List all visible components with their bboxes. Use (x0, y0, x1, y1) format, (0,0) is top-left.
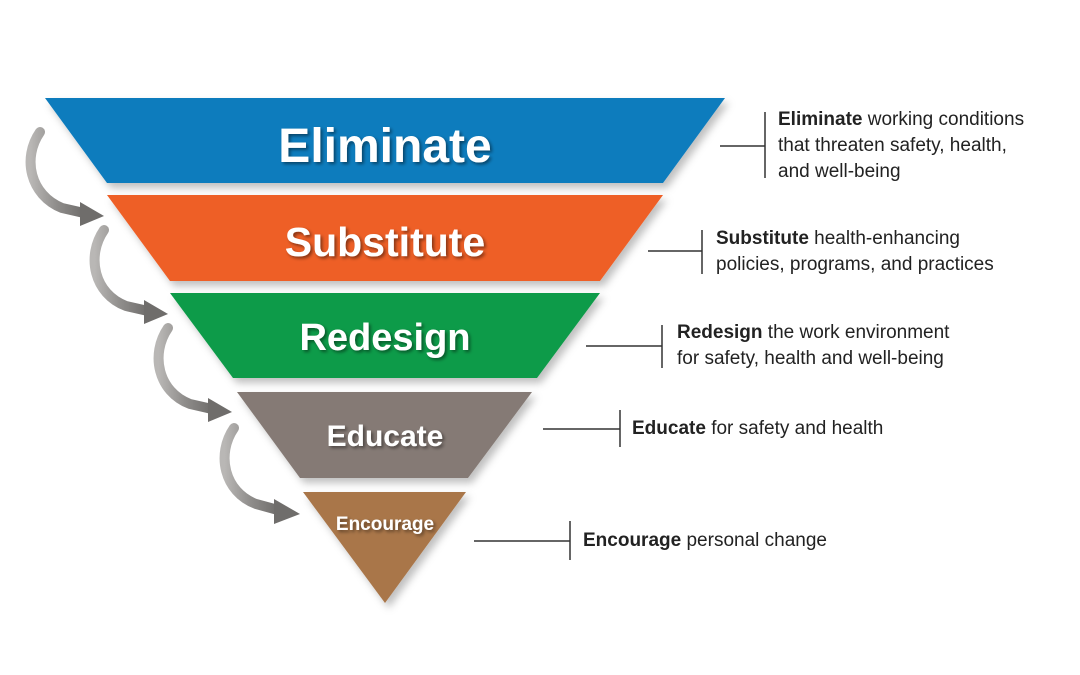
connector-encourage (474, 521, 571, 560)
desc-redesign-line2: for safety, health and well-being (677, 348, 944, 369)
connector-educate (543, 410, 621, 447)
desc-eliminate-line3: and well-being (778, 161, 901, 182)
tier-encourage (303, 492, 466, 603)
tier-label-redesign: Redesign (299, 317, 470, 359)
tier-eliminate (45, 98, 725, 183)
desc-redesign-bold: Redesign (677, 322, 763, 343)
desc-educate-bold: Educate (632, 418, 706, 439)
desc-redesign-line1: the work environment (762, 322, 950, 343)
tier-label-eliminate: Eliminate (278, 120, 491, 173)
desc-substitute-line1: health-enhancing (808, 228, 960, 249)
tier-educate (237, 392, 532, 478)
desc-encourage: Encourage personal change (583, 528, 827, 554)
tier-redesign (170, 293, 600, 378)
curved-arrow-3 (153, 323, 232, 422)
desc-educate: Educate for safety and health (632, 416, 883, 442)
desc-educate-line1: for safety and health (705, 418, 884, 439)
desc-eliminate-bold: Eliminate (778, 109, 863, 130)
desc-redesign: Redesign the work environment for safety… (677, 320, 949, 372)
curved-arrow-1 (25, 127, 104, 226)
curved-arrow-4 (219, 423, 300, 524)
desc-substitute-line2: policies, programs, and practices (716, 254, 994, 275)
desc-eliminate-line2: that threaten safety, health, (778, 135, 1007, 156)
desc-substitute: Substitute health-enhancing policies, pr… (716, 226, 994, 278)
connector-redesign (586, 325, 663, 368)
curved-arrow-2 (89, 225, 168, 324)
tier-substitute (107, 195, 663, 281)
desc-eliminate-line1: working conditions (862, 109, 1025, 130)
desc-encourage-bold: Encourage (583, 530, 682, 551)
desc-eliminate: Eliminate working conditions that threat… (778, 107, 1024, 185)
tier-label-encourage: Encourage (336, 514, 434, 535)
tier-label-educate: Educate (327, 420, 444, 453)
connector-eliminate (720, 112, 766, 178)
desc-encourage-line1: personal change (681, 530, 827, 551)
tier-label-substitute: Substitute (285, 219, 485, 265)
connector-substitute (648, 230, 703, 274)
desc-substitute-bold: Substitute (716, 228, 809, 249)
